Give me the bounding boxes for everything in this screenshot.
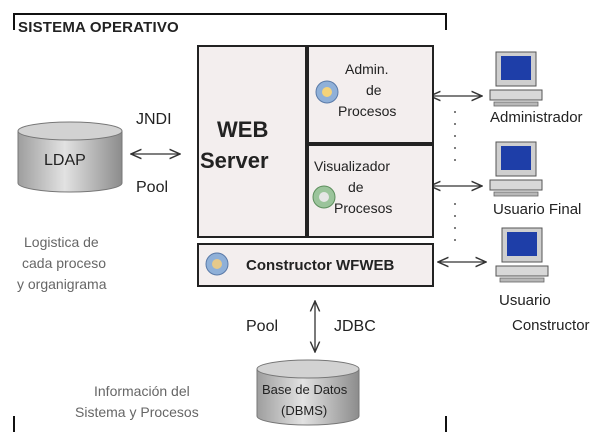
db-desc-line-1: Información del	[94, 383, 190, 399]
admin-user-label: Administrador	[490, 109, 583, 126]
ldap-desc-line-3: y organigrama	[17, 276, 107, 292]
os-frame	[13, 13, 447, 30]
db-desc-line-2: Sistema y Procesos	[75, 404, 199, 420]
web-server-title-1: WEB	[217, 117, 269, 142]
web-server-title-2: Server	[200, 148, 269, 173]
ldap-desc-line-1: Logistica de	[24, 234, 99, 250]
final-user-label: Usuario Final	[493, 201, 582, 218]
visual-module-line-2: de	[348, 179, 364, 195]
visual-module-line-1: Visualizador	[314, 158, 391, 174]
constructor-user-label-2: Constructor	[512, 317, 590, 334]
admin-module-line-3: Procesos	[338, 103, 397, 119]
database-line-2: (DBMS)	[281, 403, 328, 418]
ldap-pool-label: Pool	[136, 179, 169, 196]
dotted-separators	[454, 111, 456, 241]
admin-module-line-2: de	[366, 82, 382, 98]
constructor-module-label: Constructor WFWEB	[246, 257, 395, 274]
admin-module-line-1: Admin.	[345, 61, 389, 77]
constructor-user-label-1: Usuario	[499, 292, 551, 309]
jndi-label: JNDI	[136, 111, 172, 128]
database-line-1: Base de Datos	[262, 382, 348, 397]
web-server-panel	[197, 45, 307, 238]
ldap-desc-line-2: cada proceso	[22, 255, 107, 271]
constructor-module-panel	[197, 243, 434, 287]
ldap-label: LDAP	[44, 152, 86, 169]
visual-module-line-3: Procesos	[334, 200, 393, 216]
admin-module-panel	[307, 45, 434, 144]
db-pool-label: Pool	[246, 318, 279, 335]
jdbc-label: JDBC	[334, 318, 376, 335]
os-label: SISTEMA OPERATIVO	[18, 19, 179, 36]
